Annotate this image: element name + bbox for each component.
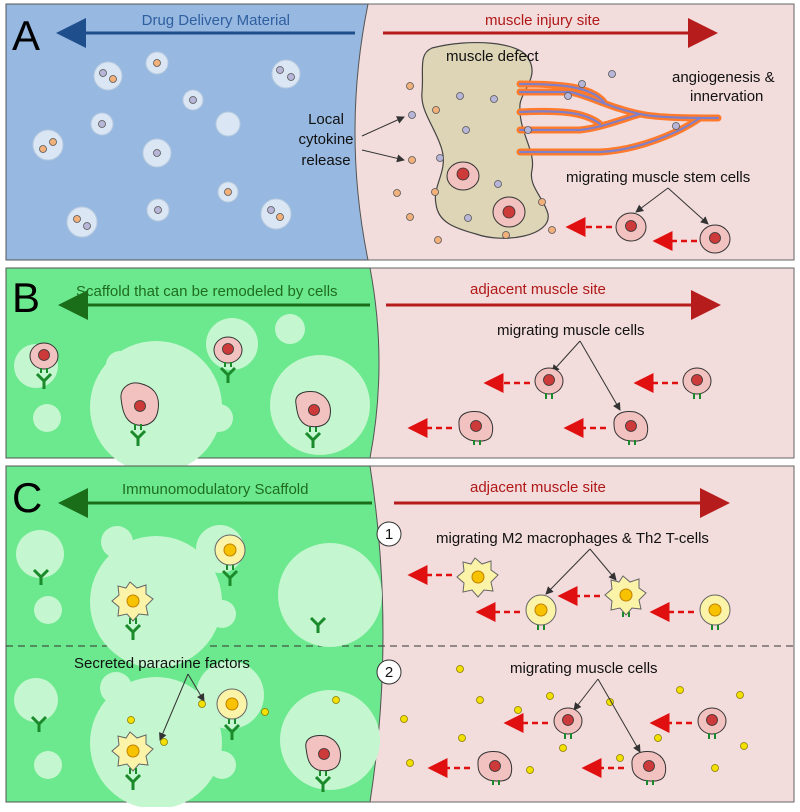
cells-pointer-right-c — [597, 678, 641, 753]
released-cytokines — [393, 70, 680, 244]
depot-particle — [146, 198, 170, 222]
defect-muscle-cell — [446, 161, 480, 191]
step-1-badge: 1 — [376, 521, 402, 547]
cytokine-pointer-lower — [361, 149, 405, 163]
stem-pointer-left — [635, 187, 669, 213]
svg-text:2: 2 — [385, 664, 393, 681]
panel-letter-a: A — [12, 12, 40, 59]
scaffold-muscle-cell — [213, 336, 243, 383]
muscle-stem-cell — [615, 212, 647, 242]
macro-pointer-right — [589, 548, 617, 581]
migrating-m2-macrophage — [456, 557, 499, 598]
muscle-stem-cell — [699, 224, 731, 254]
migrating-th2-t-cell — [525, 594, 557, 630]
migrating-cells-label-c: migrating muscle cells — [510, 660, 658, 677]
migrating-muscle-cell — [458, 411, 494, 445]
scaffold-m2-macrophage — [111, 581, 154, 640]
injury-site-label: muscle injury site — [485, 12, 600, 29]
depot-particle — [217, 181, 239, 203]
blood-vessels — [516, 80, 722, 156]
drug-delivery-label: Drug Delivery Material — [142, 12, 290, 29]
scaffold-receptor-ligand — [309, 616, 327, 633]
scaffold-label: Scaffold that can be remodeled by cells — [76, 283, 338, 300]
cytokine-label-line1: Local — [308, 111, 344, 128]
cells-pointer-left — [551, 340, 581, 373]
panel-a: A Drug Delivery Material muscle injury s… — [5, 3, 795, 261]
step-2-badge: 2 — [376, 659, 402, 685]
depot-particle — [142, 138, 172, 168]
adjacent-site-label-c: adjacent muscle site — [470, 479, 606, 496]
depot-particle — [90, 112, 114, 136]
panel-c: C Immunomodulatory Scaffold adjacent mus… — [5, 465, 795, 809]
depot-particle — [32, 129, 64, 161]
migrating-muscle-cell — [477, 751, 513, 785]
paracrine-pointer-right — [187, 673, 205, 702]
scaffold-receptor-ligand — [30, 715, 48, 732]
migrating-cells-label: migrating muscle cells — [497, 322, 645, 339]
defect-muscle-cell — [492, 196, 526, 228]
immuno-scaffold-label: Immunomodulatory Scaffold — [122, 481, 308, 498]
adjacent-site-label: adjacent muscle site — [470, 281, 606, 298]
depot-particle — [182, 89, 204, 111]
depot-particle — [271, 59, 301, 89]
stem-pointer-right — [667, 187, 709, 225]
depot-particle — [260, 198, 292, 230]
cells-pointer-left-c — [573, 678, 599, 711]
depot-particle — [145, 51, 169, 75]
depot-particle — [215, 111, 241, 137]
migrating-th2-t-cell — [699, 594, 731, 630]
cytokine-label-line3: release — [301, 152, 350, 169]
scaffold-th2-t-cell — [216, 688, 248, 740]
angiogenesis-label-line1: angiogenesis & — [672, 69, 775, 86]
scaffold-muscle-cell — [120, 382, 159, 446]
migrating-muscle-cell — [682, 367, 712, 399]
paracrine-factors — [127, 665, 748, 774]
migrating-muscle-cell — [613, 411, 649, 445]
panel-b: B Scaffold that can be remodeled by cell… — [5, 267, 795, 473]
scaffold-muscle-cell — [305, 735, 341, 792]
scaffold-receptor-ligand — [32, 568, 50, 585]
muscle-defect-region — [421, 41, 549, 239]
scaffold-m2-macrophage — [111, 731, 154, 790]
stem-cells-label: migrating muscle stem cells — [566, 169, 750, 186]
angiogenesis-label-line2: innervation — [690, 88, 763, 105]
migrating-muscle-cell — [697, 707, 727, 739]
svg-text:1: 1 — [385, 526, 393, 543]
paracrine-pointer-left — [159, 673, 189, 741]
cells-pointer-right — [579, 340, 621, 411]
drug-depot-particles — [32, 51, 301, 238]
depot-particle — [93, 61, 123, 91]
migrating-muscle-cell — [534, 367, 564, 399]
scaffold-muscle-cell — [295, 391, 331, 448]
depot-particle — [66, 206, 98, 238]
cytokine-label-line2: cytokine — [298, 131, 353, 148]
scaffold-muscle-cell — [29, 342, 59, 389]
panel-letter-c: C — [12, 474, 42, 521]
paracrine-label: Secreted paracrine factors — [74, 655, 250, 672]
muscle-defect-label: muscle defect — [446, 48, 539, 65]
cytokine-pointer-upper — [361, 116, 405, 137]
scaffold-th2-t-cell — [214, 534, 246, 586]
migrating-m2-macrophage — [604, 575, 647, 617]
panel-letter-b: B — [12, 274, 40, 321]
macrophage-label: migrating M2 macrophages & Th2 T-cells — [436, 530, 709, 547]
migrating-muscle-cell — [631, 751, 667, 785]
migrating-muscle-cell — [553, 707, 583, 739]
macro-pointer-left — [545, 548, 591, 595]
